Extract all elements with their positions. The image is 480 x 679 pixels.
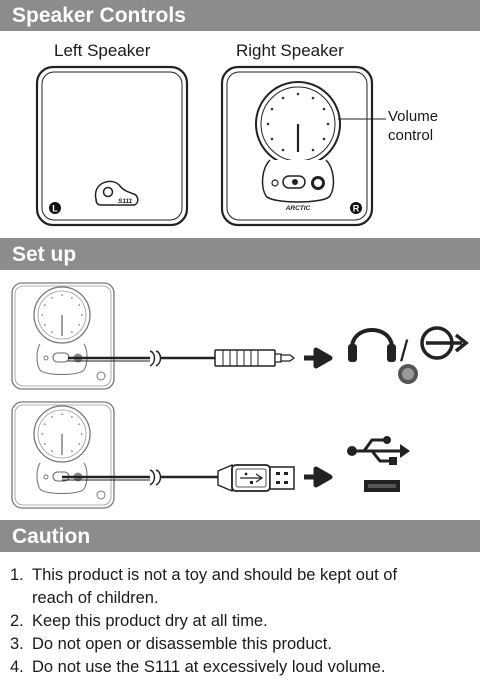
caution-item: 1. This product is not a toy and should …: [10, 564, 397, 610]
caution-item-number: 2.: [10, 612, 24, 630]
right-badge-icon: R: [350, 202, 362, 214]
section-header-speaker-controls: Speaker Controls: [0, 0, 480, 31]
right-speaker: ARCTIC R: [220, 65, 386, 227]
left-badge-text: L: [52, 204, 58, 214]
volume-label-line1: Volume: [388, 108, 439, 125]
right-badge-text: R: [353, 204, 360, 214]
audio-jack-port-icon: [398, 364, 418, 384]
section-header-caution: Caution: [0, 520, 480, 552]
headphones-icon: [348, 328, 396, 362]
right-speaker-label: Right Speaker: [236, 41, 344, 60]
arrow-right-icon: [304, 347, 333, 369]
caution-item-number: 1.: [10, 566, 24, 584]
caution-item: 3. Do not open or disassemble this produ…: [10, 633, 397, 656]
section-header-set-up: Set up: [0, 238, 480, 270]
caution-item-text: Do not use the S111 at excessively loud …: [32, 658, 386, 676]
control-panel: ARCTIC: [261, 159, 335, 212]
left-speaker: L S111: [35, 65, 189, 227]
usb-plug-icon: [217, 463, 295, 493]
caution-item-text: Do not open or disassemble this product.: [32, 635, 332, 653]
caution-item: 2. Keep this product dry at all time.: [10, 610, 397, 633]
caution-item: 4. Do not use the S111 at excessively lo…: [10, 656, 397, 679]
usb-port-icon: [364, 480, 400, 492]
right-brand-mark: ARCTIC: [285, 205, 311, 212]
left-model-mark: S111: [118, 198, 133, 205]
speaker-diagram: L S111 ARCTIC R: [11, 65, 469, 509]
caution-item-number: 3.: [10, 635, 24, 653]
volume-label-line2: control: [388, 127, 434, 144]
caution-item-number: 4.: [10, 658, 24, 676]
usb-icon: [347, 436, 410, 465]
power-led-icon: [271, 179, 279, 187]
caution-item-text-line2: reach of children.: [32, 589, 159, 607]
left-badge-icon: L: [49, 202, 61, 214]
left-speaker-label: Left Speaker: [54, 41, 151, 60]
slash-separator: /: [400, 335, 409, 368]
arrow-right-icon: [304, 466, 333, 488]
volume-dial[interactable]: [255, 81, 341, 167]
caution-item-text: Keep this product dry at all time.: [32, 612, 268, 630]
caution-list: 1. This product is not a toy and should …: [10, 564, 397, 679]
setup-usb-connection: [11, 401, 410, 509]
caution-item-text-line1: This product is not a toy and should be …: [32, 566, 398, 584]
volume-control-label: Volume control: [388, 107, 438, 145]
line-out-icon: [420, 326, 469, 360]
audio-plug-icon: [214, 349, 295, 367]
setup-audio-connection: /: [11, 282, 469, 390]
left-speaker-logo: S111: [94, 180, 139, 206]
